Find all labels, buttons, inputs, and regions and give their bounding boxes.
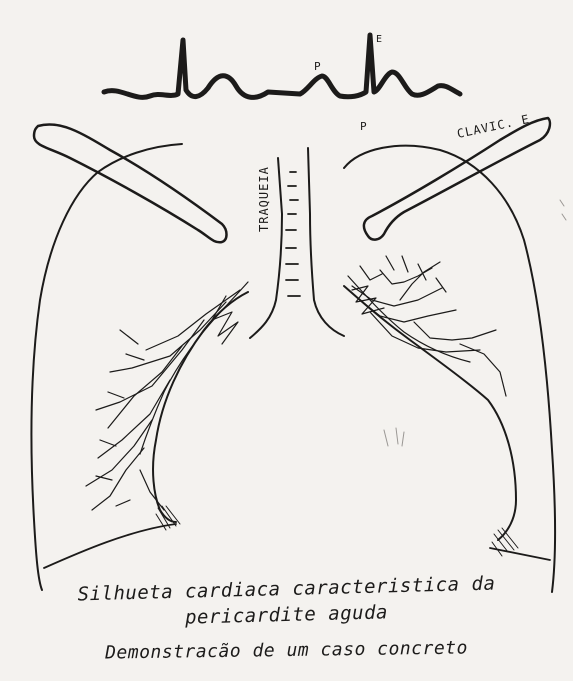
left-clavicle — [34, 124, 227, 242]
trachea-right-wall — [308, 148, 344, 336]
ecg-label-e: E — [376, 34, 382, 45]
diaphragm-left — [44, 524, 176, 568]
ecg-label-p-upper: P — [314, 60, 321, 73]
ecg-trace — [104, 35, 460, 97]
diaphragm-right — [490, 548, 550, 560]
left-lung-outline — [32, 144, 182, 590]
heart-left-border — [153, 292, 248, 522]
trachea-rings — [286, 172, 300, 296]
trachea-label: TRAQUEIA — [257, 166, 271, 232]
right-hilum-vessels — [348, 256, 506, 396]
faint-marks — [384, 200, 566, 446]
ecg-label-p-lower: P — [360, 120, 367, 133]
heart-right-border — [344, 286, 516, 540]
clavicle-label: CLAVIC. E — [456, 112, 531, 141]
